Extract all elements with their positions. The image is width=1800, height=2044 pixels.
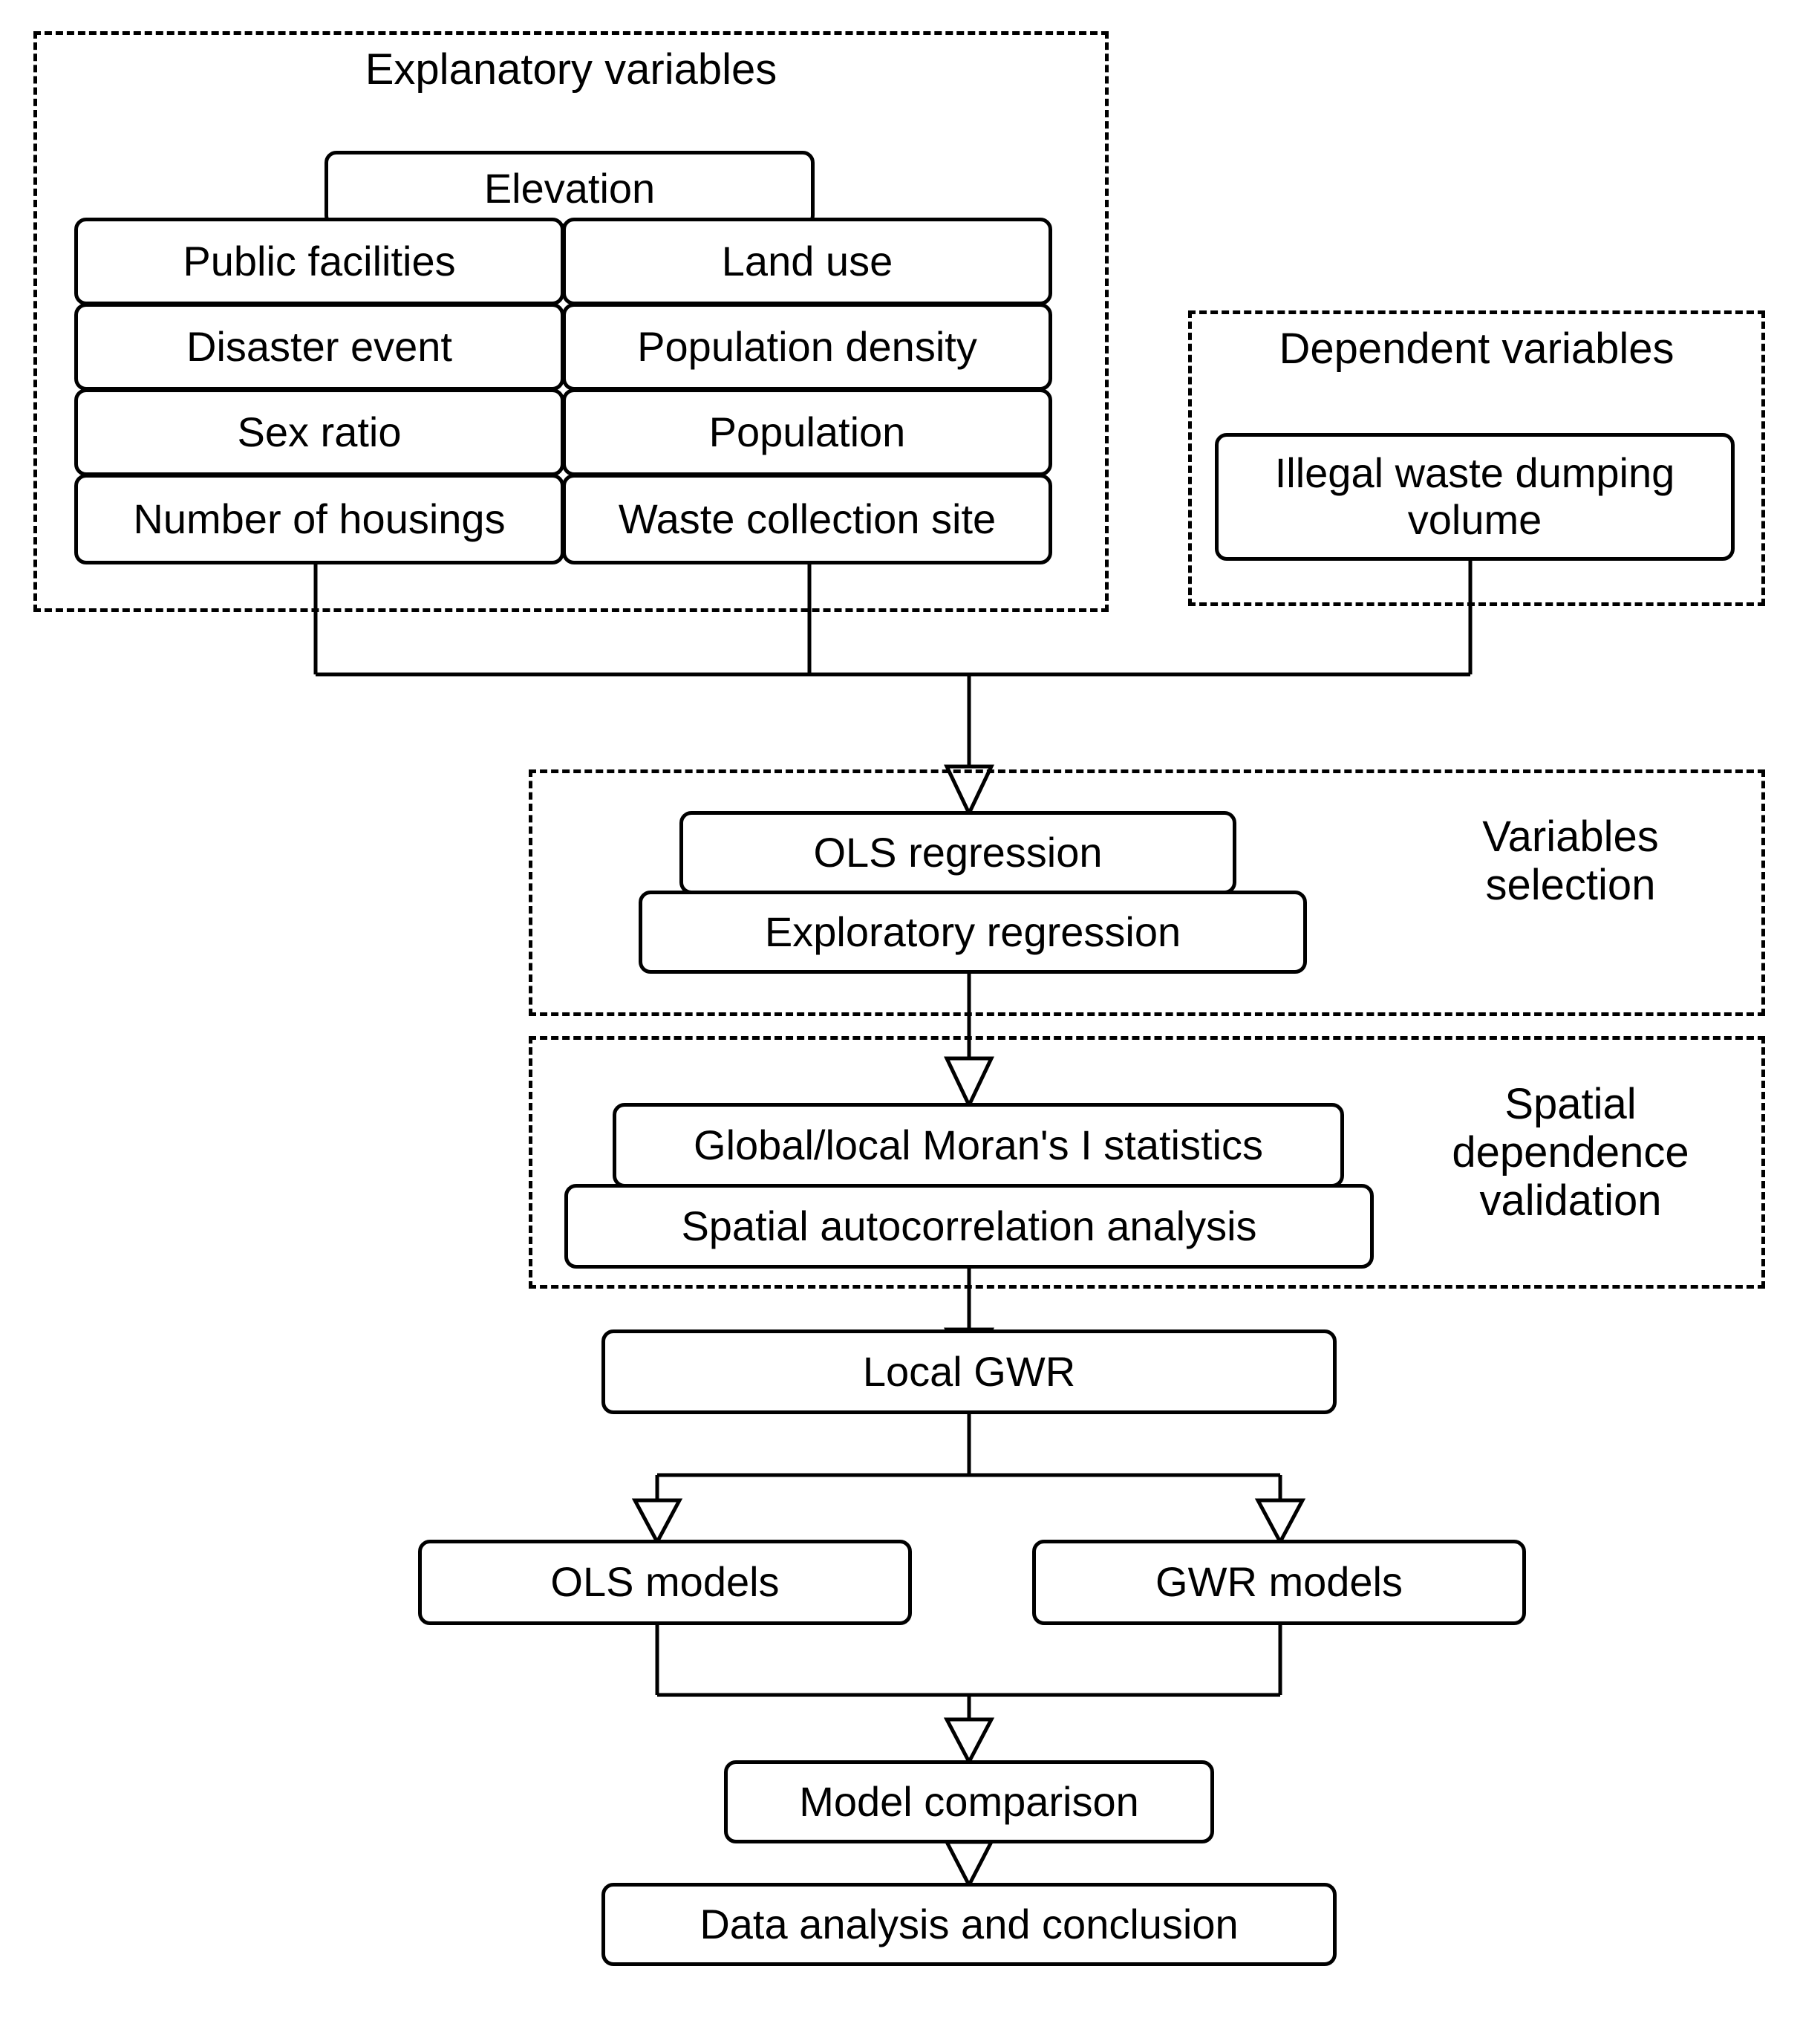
node-land-use[interactable]: Land use — [562, 218, 1052, 305]
variables-selection-title-line1: Variables — [1482, 813, 1659, 861]
node-ols-models[interactable]: OLS models — [418, 1540, 912, 1625]
node-illegal-waste-dumping-volume[interactable]: Illegal waste dumping volume — [1215, 433, 1735, 561]
variables-selection-title-line2: selection — [1485, 860, 1656, 909]
group-variables-selection — [529, 769, 1765, 1016]
node-local-gwr[interactable]: Local GWR — [601, 1329, 1337, 1414]
group-explanatory-variables — [33, 31, 1109, 612]
arrow-head-to-ols-models — [631, 1498, 683, 1546]
spatial-dependence-title-line2: dependence — [1452, 1127, 1689, 1176]
arrow-head-to-spatial-dependence — [944, 1056, 994, 1110]
node-waste-collection-site[interactable]: Waste collection site — [562, 474, 1052, 564]
arrow-head-to-model-comparison — [943, 1717, 995, 1766]
spatial-dependence-title-line1: Spatial — [1504, 1080, 1637, 1128]
group-spatial-dependence-validation — [529, 1036, 1765, 1289]
node-ols-regression[interactable]: OLS regression — [679, 811, 1236, 894]
node-spatial-autocorrelation-analysis[interactable]: Spatial autocorrelation analysis — [564, 1184, 1374, 1269]
group-dependent-variables — [1188, 310, 1765, 606]
node-public-facilities[interactable]: Public facilities — [74, 218, 564, 305]
arrow-head-to-conclusion — [943, 1840, 995, 1890]
node-model-comparison[interactable]: Model comparison — [724, 1760, 1214, 1843]
node-illegal-waste-dumping-volume-line1: Illegal waste dumping — [1274, 449, 1675, 497]
node-gwr-models[interactable]: GWR models — [1032, 1540, 1526, 1625]
node-elevation[interactable]: Elevation — [325, 151, 815, 227]
node-sex-ratio[interactable]: Sex ratio — [74, 388, 564, 476]
spatial-dependence-title-line3: validation — [1479, 1176, 1662, 1225]
node-illegal-waste-dumping-volume-line2: volume — [1407, 496, 1542, 543]
node-disaster-event[interactable]: Disaster event — [74, 303, 564, 391]
variables-selection-title: Variables selection — [1396, 813, 1745, 910]
node-exploratory-regression[interactable]: Exploratory regression — [639, 891, 1307, 974]
spatial-dependence-title: Spatial dependence validation — [1396, 1080, 1745, 1226]
node-population[interactable]: Population — [562, 388, 1052, 476]
dependent-variables-title: Dependent variables — [1279, 325, 1675, 373]
node-global-local-morans-i-statistics[interactable]: Global/local Moran's I statistics — [613, 1103, 1344, 1188]
explanatory-variables-title: Explanatory variables — [365, 45, 777, 94]
node-number-of-housings[interactable]: Number of housings — [74, 474, 564, 564]
node-population-density[interactable]: Population density — [562, 303, 1052, 391]
node-data-analysis-and-conclusion[interactable]: Data analysis and conclusion — [601, 1883, 1337, 1966]
arrow-head-to-variables-selection — [944, 764, 994, 818]
arrow-head-to-gwr-models — [1254, 1498, 1306, 1546]
